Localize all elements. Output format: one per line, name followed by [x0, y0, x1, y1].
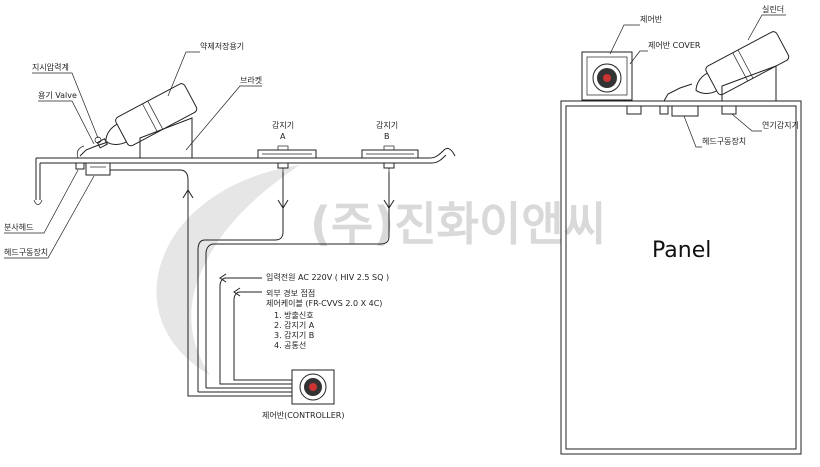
wall-break	[33, 199, 43, 205]
detector-b	[361, 145, 419, 172]
note-item-3: 3. 감지기 B	[274, 330, 314, 340]
bracket	[139, 117, 193, 158]
wiring-notes: 입력전원 AC 220V ( HIV 2.5 SQ ) 외부 경보 접점 제어케…	[266, 272, 389, 350]
detector-b-line1: 감지기	[376, 120, 398, 130]
agent-container	[96, 83, 198, 149]
detector-a	[257, 145, 317, 172]
label-vessel-valve: 용기 Valve	[38, 91, 77, 100]
label-control-cover: 제어반 COVER	[648, 40, 701, 50]
panel-label: Panel	[652, 238, 711, 263]
ceiling-plate-bottom	[40, 154, 447, 164]
right-head-actuator	[671, 105, 699, 117]
watermark-text: (주)진화이앤씨	[310, 197, 606, 251]
note-input-power: 입력전원 AC 220V ( HIV 2.5 SQ )	[266, 272, 389, 282]
controller-unit	[291, 369, 335, 405]
label-controller: 제어반(CONTROLLER)	[262, 410, 344, 420]
note-item-1: 1. 방출신호	[274, 310, 314, 320]
note-control-cable: 제어케이블 (FR-CVVS 2.0 X 4C)	[266, 298, 382, 308]
right-labels: 제어반 제어반 COVER 실린더 연기감지기 헤드구동장치	[609, 4, 799, 148]
watermark: (주)진화이앤씨	[156, 165, 606, 375]
ceiling-plate-top	[36, 147, 456, 159]
control-panel-unit	[581, 51, 642, 115]
label-control-panel: 제어반	[640, 14, 663, 24]
left-installation-diagram	[33, 83, 456, 405]
detector-a-line2: A	[280, 132, 286, 141]
head-actuator-box	[85, 162, 111, 176]
cylinder-bracket	[721, 65, 777, 101]
left-labels: 지시압력계 용기 Valve 약제저장용기 브라켓 분사헤드 헤드구동장치 감지…	[4, 41, 398, 420]
label-right-head-actuator: 헤드구동장치	[702, 136, 746, 146]
wiring	[110, 169, 395, 397]
detector-b-line2: B	[384, 132, 390, 141]
label-smoke-detector: 연기감지기	[762, 120, 799, 130]
note-item-4: 4. 공통선	[274, 341, 306, 350]
cylinder-unit	[695, 31, 790, 96]
right-panel-diagram: Panel	[560, 31, 802, 455]
note-external-alarm: 외부 경보 접점	[266, 288, 315, 298]
cylinder-pipe	[663, 83, 693, 102]
panel-outer	[560, 100, 802, 455]
right-smoke-detector	[721, 105, 737, 115]
label-head-actuator: 헤드구동장치	[4, 247, 48, 257]
panel-inner	[565, 105, 797, 450]
label-bracket: 브라켓	[240, 75, 262, 85]
label-pressure-gauge: 지시압력계	[32, 62, 69, 72]
detector-a-line1: 감지기	[272, 120, 294, 130]
valve-gauge-assembly	[75, 136, 111, 176]
right-discharge-head	[659, 105, 669, 115]
note-item-2: 2. 감지기 A	[274, 320, 315, 330]
label-discharge-head: 분사헤드	[4, 223, 33, 232]
label-detector-b: 감지기 B	[376, 120, 398, 141]
label-agent-container: 약제저장용기	[200, 41, 244, 51]
label-detector-a: 감지기 A	[272, 120, 294, 141]
label-cylinder: 실린더	[762, 4, 784, 14]
